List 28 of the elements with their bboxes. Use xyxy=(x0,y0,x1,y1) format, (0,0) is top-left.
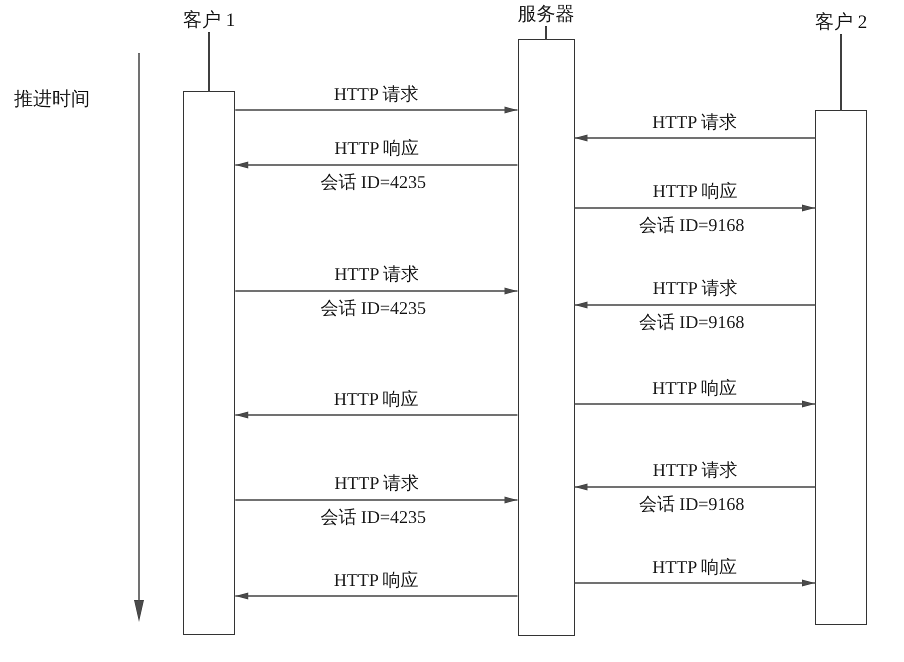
message-arrow xyxy=(235,106,518,114)
message-label: HTTP 请求会话 ID=9168 xyxy=(638,277,746,334)
message-label: HTTP 响应 xyxy=(652,377,738,400)
message-label: HTTP 请求 xyxy=(652,111,738,134)
message-label: HTTP 请求会话 ID=9168 xyxy=(638,459,746,516)
message-arrow xyxy=(235,288,518,294)
message-arrow xyxy=(235,496,518,504)
participant-label: 客户 2 xyxy=(815,12,868,34)
message-arrow xyxy=(574,484,815,490)
participant-label: 客户 1 xyxy=(183,10,236,32)
message-label: HTTP 响应 xyxy=(652,556,738,579)
axis-label: 推进时间 xyxy=(14,88,90,112)
message-arrow xyxy=(574,580,815,586)
message-arrow xyxy=(574,302,815,308)
message-label: HTTP 请求会话 ID=4235 xyxy=(320,263,428,320)
message-label: HTTP 响应 xyxy=(334,569,419,592)
message-arrow xyxy=(574,204,815,212)
message-label: HTTP 请求 xyxy=(334,83,419,106)
message-label: HTTP 响应 xyxy=(334,388,419,411)
message-label: HTTP 响应会话 ID=9168 xyxy=(638,180,746,237)
message-arrow xyxy=(574,134,815,142)
message-arrow xyxy=(574,400,815,408)
message-arrow xyxy=(235,162,518,168)
message-arrow xyxy=(235,592,518,600)
participant-label: 服务器 xyxy=(518,4,574,26)
message-label: HTTP 请求会话 ID=4235 xyxy=(320,472,428,529)
message-arrow xyxy=(235,412,518,418)
message-label: HTTP 响应会话 ID=4235 xyxy=(320,137,428,194)
